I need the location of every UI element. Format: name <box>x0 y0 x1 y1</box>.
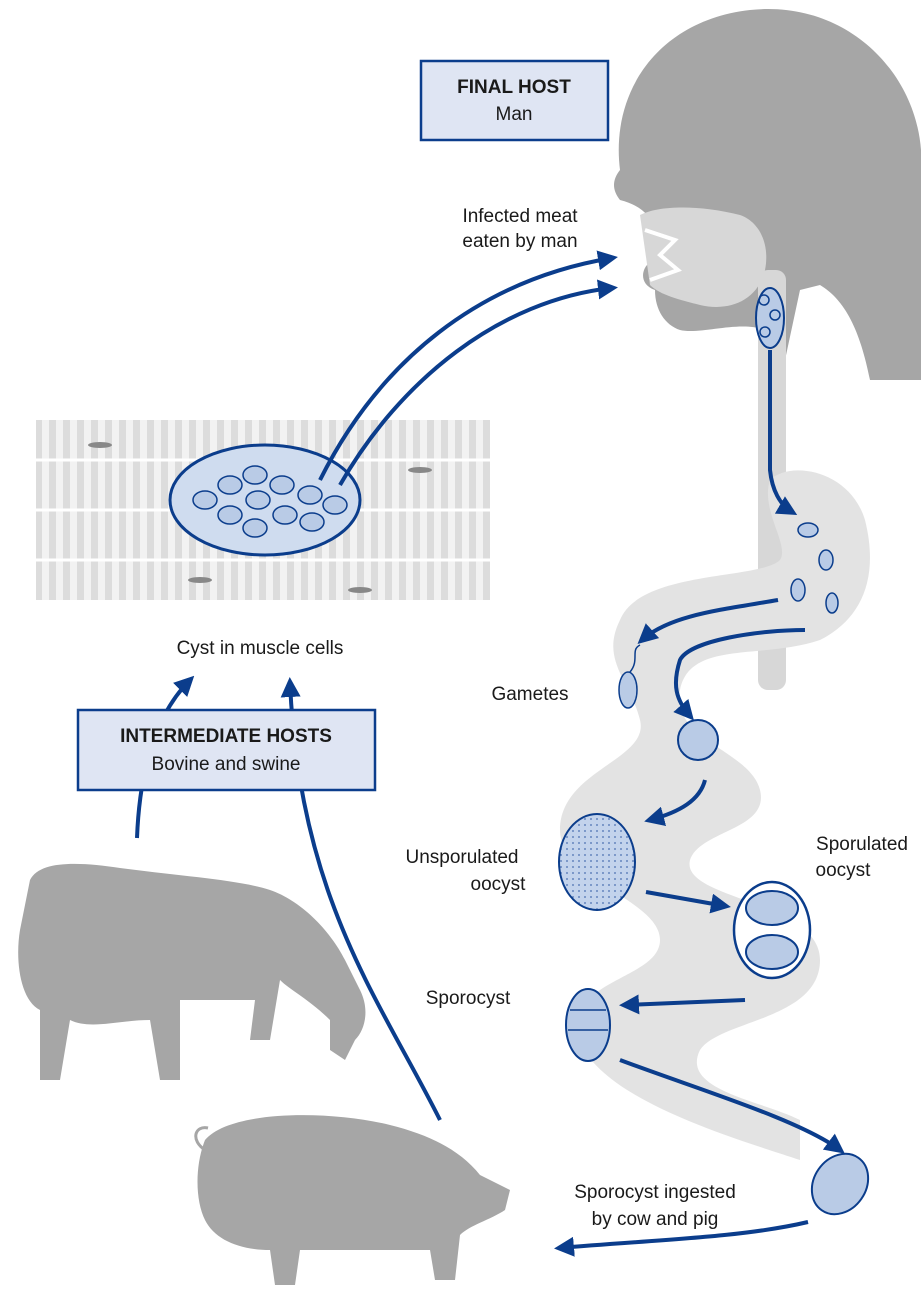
final-host-title: FINAL HOST <box>457 77 571 98</box>
cow-silhouette <box>18 864 365 1080</box>
label-unsporulated-line1: Unsporulated <box>405 847 518 868</box>
ingested-sporocyst <box>800 1143 879 1225</box>
intermediate-hosts-title: INTERMEDIATE HOSTS <box>120 726 332 747</box>
intermediate-hosts-subtitle: Bovine and swine <box>152 754 301 775</box>
label-unsporulated-line2: oocyst <box>471 874 527 895</box>
unsporulated-oocyst <box>559 814 635 910</box>
label-ingested-line2: by cow and pig <box>592 1209 719 1230</box>
label-sporulated-line1: Sporulated <box>816 834 908 855</box>
final-host-subtitle: Man <box>496 104 533 125</box>
label-infected-meat-line1: Infected meat <box>462 206 578 227</box>
label-sporulated-line2: oocyst <box>816 860 872 881</box>
sporulated-oocyst <box>734 882 810 978</box>
label-cyst-in-muscle: Cyst in muscle cells <box>177 638 344 659</box>
label-sporocyst: Sporocyst <box>426 988 511 1009</box>
label-ingested-line1: Sporocyst ingested <box>574 1182 736 1203</box>
sporocyst-stage <box>566 989 610 1061</box>
label-infected-meat-line2: eaten by man <box>462 231 577 252</box>
label-gametes: Gametes <box>491 684 568 705</box>
intermediate-hosts-box: INTERMEDIATE HOSTS Bovine and swine <box>78 710 375 790</box>
ingested-cyst <box>756 288 784 348</box>
pig-silhouette <box>196 1115 510 1285</box>
final-host-box: FINAL HOST Man <box>421 61 608 140</box>
